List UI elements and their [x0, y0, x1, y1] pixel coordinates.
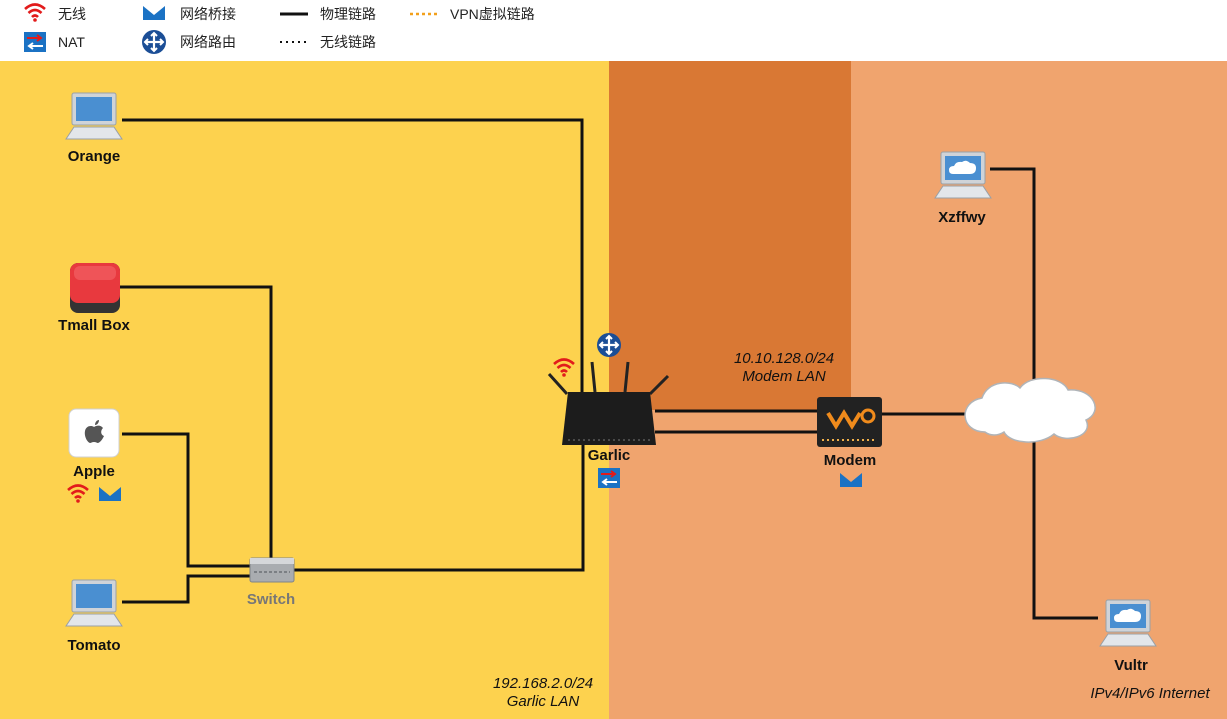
modem-lan-subnet: 10.10.128.0/24: [734, 350, 834, 367]
apple-icon: [68, 408, 120, 458]
legend-wireless-link: 无线链路: [320, 34, 376, 50]
node-label-modem: Modem: [824, 452, 877, 469]
link-orange-garlic: [122, 118, 584, 395]
internet-zone-name: IPv4/IPv6 Internet: [1090, 685, 1210, 702]
router-icon: [547, 361, 670, 445]
node-label-garlic: Garlic: [588, 447, 631, 464]
modem-lan-zone: [609, 61, 851, 410]
garlic-routing-icon: [595, 331, 623, 359]
garlic-lan-subnet: 192.168.2.0/24: [493, 675, 593, 692]
modem-lan-name: Modem LAN: [742, 368, 826, 385]
xzffwy-cloud-server-icon: [934, 151, 992, 199]
orange-laptop-icon: [65, 92, 123, 140]
legend-bridge: 网络桥接: [180, 6, 236, 22]
nat-icon: [23, 31, 47, 53]
legend-nat: NAT: [58, 34, 85, 50]
bridge-icon: [143, 6, 165, 20]
link-tmall-switch: [120, 285, 273, 560]
legend-physical-link: 物理链路: [320, 6, 376, 22]
link-tomato-switch: [122, 574, 252, 604]
node-label-apple: Apple: [73, 463, 115, 480]
link-internet-vultr: [1032, 436, 1098, 620]
legend-vpn-link: VPN虚拟链路: [450, 6, 535, 22]
legend-routing: 网络路由: [180, 34, 236, 50]
cloud-icon: [964, 377, 1096, 443]
node-label-orange: Orange: [68, 148, 121, 165]
switch-icon: [249, 557, 295, 583]
routing-icon: [140, 28, 168, 56]
garlic-nat-icon: [597, 467, 621, 489]
modem-icon: [817, 397, 882, 447]
node-label-switch: Switch: [247, 591, 295, 608]
node-label-xzffwy: Xzffwy: [938, 209, 986, 226]
link-switch-garlic: [294, 440, 585, 572]
node-label-tmall: Tmall Box: [58, 317, 130, 334]
tomato-laptop-icon: [65, 579, 123, 627]
node-label-tomato: Tomato: [67, 637, 120, 654]
vultr-cloud-server-icon: [1099, 599, 1157, 647]
physical-links: [120, 118, 1098, 620]
link-xzffwy-internet: [990, 167, 1036, 385]
legend-wireless: 无线: [58, 6, 86, 22]
node-label-vultr: Vultr: [1114, 657, 1148, 674]
legend: 无线 NAT 网络桥接 网络路由 物理链路 无线链路 VPN虚拟链路: [23, 3, 535, 56]
link-apple-switch: [122, 432, 252, 568]
tv-box-icon: [70, 263, 120, 313]
garlic-lan-name: Garlic LAN: [507, 693, 580, 710]
wifi-icon: [23, 3, 47, 24]
